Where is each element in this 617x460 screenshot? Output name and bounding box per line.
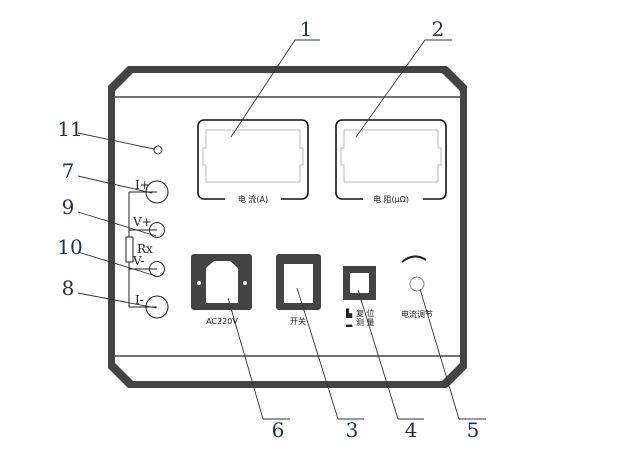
indicator-lamp	[153, 145, 163, 155]
resistance-display: 电 阻(μΩ)	[335, 119, 447, 205]
callout-10: 10	[57, 235, 82, 259]
rx-label: Rx	[137, 242, 153, 256]
svg-text:▙: ▙	[345, 308, 353, 318]
current-display-label: 电 流(A)	[238, 194, 268, 204]
callout-3: 3	[346, 418, 359, 442]
terminal-v-plus[interactable]	[149, 222, 165, 238]
resistance-display-label: 电 阻(μΩ)	[373, 194, 409, 204]
callout-5: 5	[467, 418, 480, 442]
callout-8: 8	[62, 276, 75, 300]
power-switch[interactable]: 开关	[276, 254, 321, 326]
power-socket[interactable]: AC220V	[191, 254, 252, 326]
power-switch-label: 开关	[290, 316, 306, 326]
callout-6: 6	[272, 418, 285, 442]
v-plus-label: V+	[132, 215, 152, 229]
terminal-i-minus[interactable]	[145, 295, 169, 319]
reset-measure-button[interactable]: ▙ 复 位 ▂ 测 量	[343, 266, 376, 327]
callout-7: 7	[62, 159, 75, 183]
terminal-v-minus[interactable]	[149, 261, 165, 277]
i-plus-label: I+	[135, 178, 150, 192]
current-display: 电 流(A)	[197, 119, 309, 205]
callout-1: 1	[300, 17, 313, 41]
power-socket-label: AC220V	[206, 317, 238, 326]
leader-lines	[77, 39, 486, 420]
measure-label: 测 量	[356, 318, 375, 327]
callout-9: 9	[62, 195, 75, 219]
current-adjust-knob[interactable]: 电流调节	[401, 255, 433, 319]
svg-text:▂: ▂	[345, 318, 353, 327]
callout-4: 4	[405, 418, 418, 442]
terminal-wiring	[125, 191, 157, 308]
callout-2: 2	[432, 17, 445, 41]
callout-11: 11	[57, 117, 82, 141]
v-minus-label: V-	[132, 254, 145, 268]
i-minus-label: I-	[135, 293, 144, 307]
knob-label: 电流调节	[401, 309, 433, 319]
